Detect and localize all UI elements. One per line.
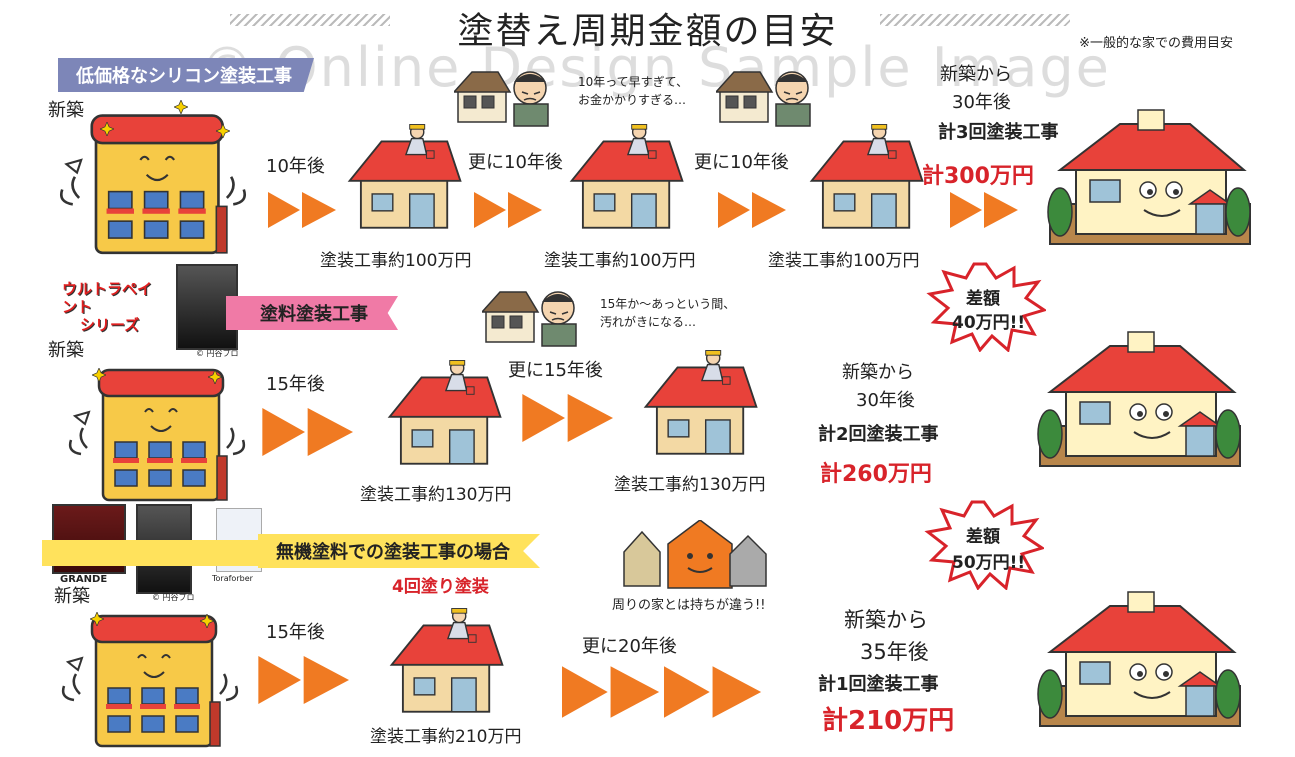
row1-painting-house-3	[806, 120, 928, 236]
row3-start-label: 新築	[54, 586, 90, 607]
row2-cost-2: 塗装工事約130万円	[614, 475, 766, 495]
row2-arrow-2	[518, 394, 620, 442]
row2-burst-line2: 40万円!!	[952, 313, 1026, 333]
row2-painting-house-2	[640, 346, 762, 462]
title-rule-left	[230, 14, 390, 26]
row2-burst-line1: 差額	[966, 289, 1000, 309]
row1-sad-owner-illustration	[454, 62, 554, 130]
row3-brand-credit: © 円谷プロ	[152, 593, 195, 602]
sparkle-icon	[216, 124, 230, 138]
row2-summary-total: 計260万円	[820, 462, 932, 487]
row3-arrow-1	[254, 656, 356, 704]
row1-arrow-3	[718, 192, 788, 228]
row3-arrow-3	[664, 666, 764, 718]
row1-arrow-1	[268, 192, 338, 228]
row2-start-label: 新築	[48, 340, 84, 361]
row3-burst-line2: 50万円!!	[952, 553, 1026, 573]
cost-note: ※一般的な家での費用目安	[1079, 36, 1233, 51]
row1-painting-house-1	[344, 120, 466, 236]
title-rule-right	[880, 14, 1070, 26]
row1-cost-2: 塗装工事約100万円	[544, 251, 696, 271]
row1-arrow-4	[950, 192, 1020, 228]
row1-cost-3: 塗装工事約100万円	[768, 251, 920, 271]
row2-step1-label: 15年後	[266, 374, 325, 395]
row3-cost-1: 塗装工事約210万円	[370, 727, 522, 747]
row1-summary-line1: 新築から	[940, 64, 1012, 85]
banner-ultra-paint: 塗料塗装工事	[226, 296, 398, 330]
row3-summary-count: 計1回塗装工事	[818, 674, 939, 695]
row3-painting-house-1	[386, 606, 508, 718]
row3-neighbor-houses-illustration	[623, 520, 767, 589]
row1-sad-owner-illustration-2	[716, 62, 816, 130]
banner-strip	[42, 540, 262, 566]
ultra-paint-logo: ウルトラペイント シリーズ	[62, 280, 154, 334]
banner-silicone: 低価格なシリコン塗装工事	[58, 58, 314, 92]
row1-step3-label: 更に10年後	[694, 152, 789, 173]
sparkle-icon	[208, 370, 222, 384]
row1-happy-house-illustration	[1040, 108, 1260, 248]
row1-step1-label: 10年後	[266, 156, 325, 177]
grande-logo: GRANDE	[60, 574, 108, 585]
row2-summary-line1: 新築から	[842, 362, 914, 383]
row3-burst-line1: 差額	[966, 527, 1000, 547]
ultra-paint-logo-line2: シリーズ	[80, 316, 140, 334]
row1-start-label: 新築	[48, 100, 84, 121]
row1-cost-1: 塗装工事約100万円	[320, 251, 472, 271]
row3-summary-line1: 新築から	[844, 608, 928, 632]
row3-subtitle: 4回塗り塗装	[392, 577, 489, 597]
row1-summary-total: 計300万円	[922, 164, 1034, 189]
row2-painting-house-1	[384, 356, 506, 472]
row1-painting-house-2	[566, 120, 688, 236]
row1-speech-2: お金かかりすぎる…	[578, 93, 687, 107]
row2-speech-2: 汚れがきになる…	[600, 315, 697, 329]
ultra-paint-logo-line1: ウルトラペイント	[62, 280, 153, 316]
row2-new-building-illustration	[62, 356, 252, 506]
row2-happy-house-illustration	[1030, 330, 1250, 470]
row3-summary-total: 計210万円	[822, 706, 955, 736]
row2-speech-1: 15年か～あっという間、	[600, 297, 736, 311]
banner-inorganic: 無機塗料での塗装工事の場合	[258, 534, 540, 568]
sparkle-icon	[174, 100, 188, 114]
sparkle-icon	[200, 614, 214, 628]
row1-speech-1: 10年って早すぎて、	[578, 75, 689, 89]
row3-speech: 周りの家とは持ちが違う!!	[612, 598, 766, 613]
row3-summary-line2: 35年後	[860, 640, 929, 664]
row2-step2-label: 更に15年後	[508, 360, 603, 381]
row3-arrow-2	[562, 666, 662, 718]
row1-summary-count: 計3回塗装工事	[938, 122, 1059, 143]
row2-summary-count: 計2回塗装工事	[818, 424, 939, 445]
row2-summary-line2: 30年後	[856, 390, 915, 411]
row3-step2-label: 更に20年後	[582, 636, 677, 657]
row2-cost-1: 塗装工事約130万円	[360, 485, 512, 505]
row2-sad-owner-illustration	[482, 282, 582, 350]
watermark: © Online Design Sample Image	[200, 36, 1111, 99]
sparkle-icon	[100, 122, 114, 136]
row1-step2-label: 更に10年後	[468, 152, 563, 173]
row2-arrow-1	[258, 408, 360, 456]
sparkle-icon	[90, 612, 104, 626]
row3-step1-label: 15年後	[266, 622, 325, 643]
toraforber-logo: Toraforber	[212, 574, 253, 583]
row2-brand-credit: © 円谷プロ	[196, 349, 239, 358]
page-title: 塗替え周期金額の目安	[457, 11, 838, 52]
sparkle-icon	[92, 368, 106, 382]
row3-happy-house-illustration	[1030, 590, 1250, 730]
row1-summary-line2: 30年後	[952, 92, 1011, 113]
row1-arrow-2	[474, 192, 544, 228]
